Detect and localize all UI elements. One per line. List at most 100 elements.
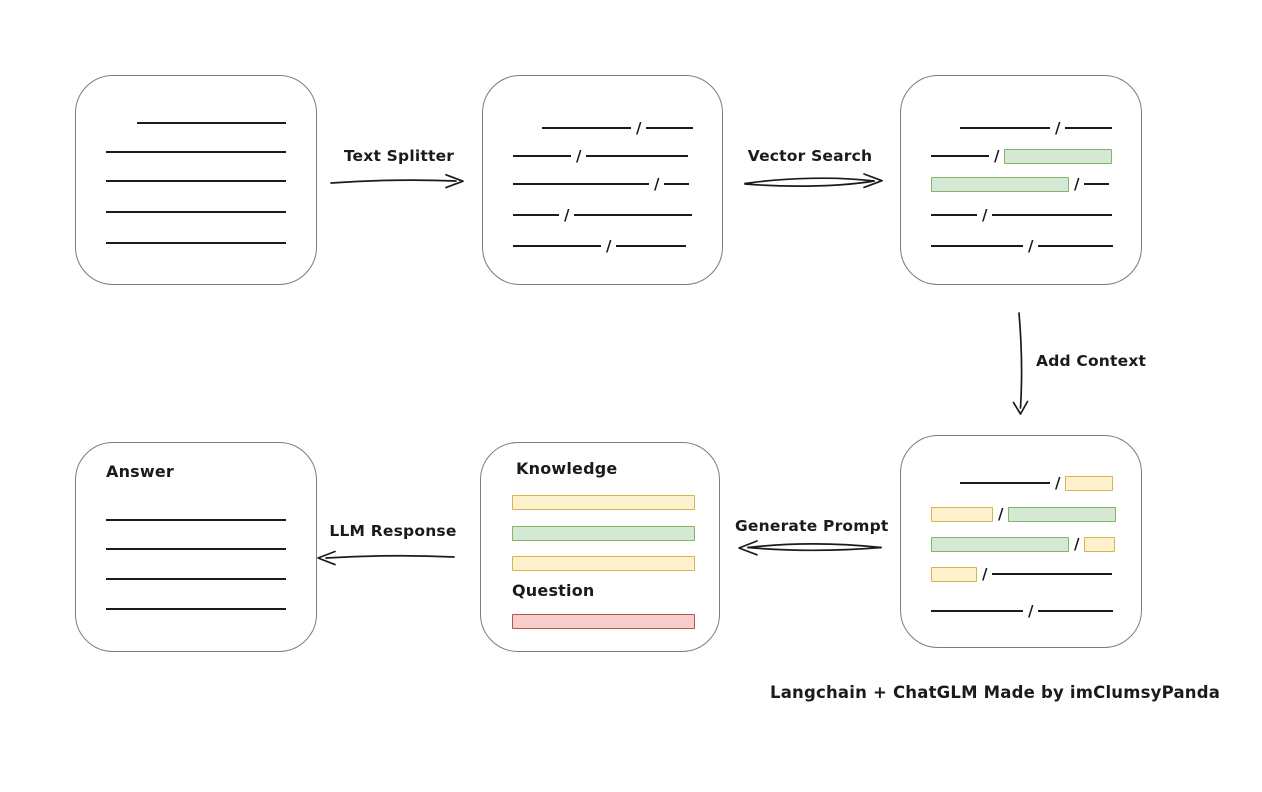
text-line [513,245,601,247]
text-line [960,127,1050,129]
green-chunk [931,176,1069,192]
generate-prompt-arrow [738,540,882,556]
chunk-row: / [901,205,1141,225]
slash-separator: / [1028,601,1034,620]
generate-prompt-label: Generate Prompt [735,517,889,535]
knowledge-bar-yellow [512,495,695,510]
text-line [1038,610,1114,612]
slash-separator: / [982,564,988,583]
yellow-chunk [1065,475,1114,491]
text-line [106,180,286,182]
arrow-head [863,173,883,189]
text-line [931,155,989,157]
slash-separator: / [1074,174,1080,193]
text-line [1065,127,1113,129]
text-line [106,578,286,580]
chunk-row: / [901,146,1141,166]
text-line [616,245,687,247]
slash-separator: / [654,174,660,193]
text-line [137,122,286,124]
arrow-head [738,540,758,556]
slash-separator: / [998,504,1004,523]
chunk-row: / [901,473,1141,493]
slash-separator: / [1074,534,1080,553]
text-line [513,183,649,185]
chunk-row: / [483,118,722,138]
arrow-line [747,546,882,552]
text-line [574,214,693,216]
chunk-row: / [901,504,1141,524]
text-line [106,242,286,244]
chunk-row: / [483,205,722,225]
green-chunk [1004,148,1113,164]
text-line [931,610,1023,612]
chunk-row: / [901,601,1141,621]
arrow-line [747,543,882,549]
arrow-head [317,550,336,566]
question-bar-red [512,614,695,629]
chunk-row: / [901,564,1141,584]
arrow-line [1018,312,1023,409]
green-chunk [1008,506,1117,522]
text-line [646,127,694,129]
arrow-line [325,554,455,559]
slash-separator: / [576,146,582,165]
chunk-row: / [901,236,1141,256]
text-splitter-label: Text Splitter [343,147,455,165]
text-line [1084,183,1110,185]
text-line [992,214,1113,216]
add-context-arrow [1012,312,1029,415]
chunk-row: / [901,118,1141,138]
knowledge-bar-green [512,526,695,541]
text-line [513,214,559,216]
chunk-row: / [483,146,722,166]
text-line [106,151,286,153]
yellow-chunk [931,566,977,582]
slash-separator: / [1055,473,1061,492]
text-line [664,183,690,185]
slash-separator: / [606,236,612,255]
arrow-line [330,179,457,184]
text-line [931,214,977,216]
chunk-row: / [901,534,1141,554]
node-prompt: Knowledge Question [480,442,720,652]
node-retrieved-chunks: / / / / / [900,75,1142,285]
arrow-head [445,173,464,189]
text-line [542,127,631,129]
text-line [931,245,1023,247]
caption-credit: Langchain + ChatGLM Made by imClumsyPand… [770,683,1221,702]
knowledge-label: Knowledge [516,459,618,478]
question-label: Question [512,581,595,600]
text-splitter-arrow [330,173,464,189]
arrow-line [744,177,875,185]
llm-response-arrow [317,550,455,566]
slash-separator: / [982,205,988,224]
knowledge-bar-yellow [512,556,695,571]
llm-response-label: LLM Response [329,522,457,540]
slash-separator: / [636,118,642,137]
text-line [960,482,1050,484]
node-answer: Answer [75,442,317,652]
yellow-chunk [1084,536,1116,552]
text-line [106,519,286,521]
slash-separator: / [1055,118,1061,137]
text-line [106,211,286,213]
vector-search-arrow [744,173,883,189]
add-context-label: Add Context [1036,352,1147,370]
arrow-head [1012,400,1029,415]
chunk-row: / [483,236,722,256]
answer-label: Answer [106,462,175,481]
slash-separator: / [1028,236,1034,255]
slash-separator: / [994,146,1000,165]
text-line [586,155,689,157]
chunk-row: / [901,174,1141,194]
text-line [1038,245,1114,247]
vector-search-label: Vector Search [747,147,873,165]
node-split-chunks: / / / / / [482,75,723,285]
text-line [106,548,286,550]
text-line [513,155,571,157]
slash-separator: / [564,205,570,224]
chunk-row: / [483,174,722,194]
arrow-line [744,180,875,187]
